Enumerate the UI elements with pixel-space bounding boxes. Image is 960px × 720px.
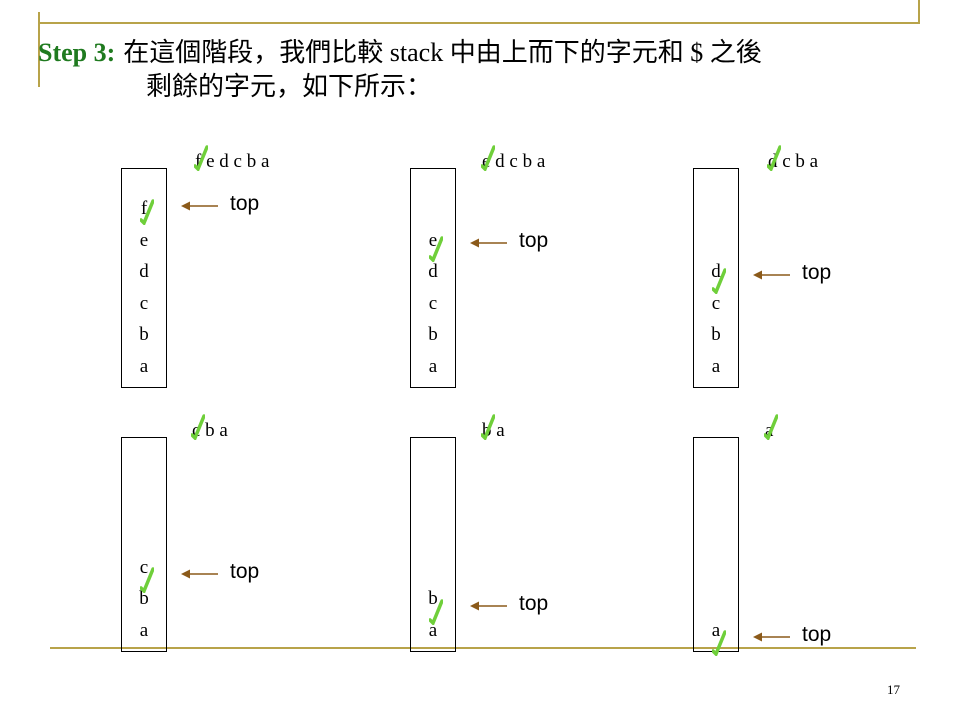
stack-char: b bbox=[139, 588, 149, 609]
stack-box bbox=[410, 437, 456, 652]
check-mark-icon bbox=[140, 567, 154, 593]
top-label: top bbox=[230, 192, 260, 215]
stack-char: b bbox=[428, 324, 438, 345]
stack-char: a bbox=[428, 355, 438, 377]
page-number: 17 bbox=[887, 682, 900, 697]
check-mark-icon bbox=[712, 630, 726, 656]
step-label: Step 3: bbox=[38, 38, 116, 67]
top-label: top bbox=[802, 261, 832, 284]
top-label: top bbox=[802, 623, 832, 646]
decorative-right-line bbox=[918, 0, 920, 24]
stack-char: b bbox=[428, 588, 438, 609]
title-text-1: 在這個階段，我們比較 stack 中由上而下的字元和 $ 之後 bbox=[123, 38, 762, 67]
stack-char: e bbox=[139, 229, 149, 251]
stack-contents: a bbox=[693, 615, 739, 647]
stack-char: e bbox=[428, 229, 438, 251]
check-mark-icon bbox=[481, 414, 495, 440]
stack-char: a bbox=[139, 619, 149, 641]
stack-box bbox=[121, 168, 167, 388]
stack-char: a bbox=[711, 619, 721, 641]
stack-box bbox=[693, 168, 739, 388]
check-mark-icon bbox=[767, 145, 781, 171]
check-mark-icon bbox=[191, 414, 205, 440]
check-mark-icon bbox=[194, 145, 208, 171]
check-mark-icon bbox=[481, 145, 495, 171]
check-mark-icon bbox=[429, 599, 443, 625]
stack-char: c bbox=[428, 292, 438, 314]
stack-char: d bbox=[428, 261, 438, 282]
title-line-1: Step 3:在這個階段，我們比較 stack 中由上而下的字元和 $ 之後 bbox=[38, 36, 762, 70]
top-pointer-arrow-icon bbox=[181, 569, 218, 579]
check-mark-icon bbox=[764, 414, 778, 440]
stack-char: c bbox=[711, 292, 721, 314]
stack-char: b bbox=[711, 324, 721, 345]
stack-char: c bbox=[139, 292, 149, 314]
stack-char: d bbox=[711, 261, 721, 282]
decorative-horizontal-line-bottom bbox=[50, 647, 916, 649]
check-mark-icon bbox=[140, 199, 154, 225]
remaining-input-string: d c b a bbox=[768, 151, 819, 172]
check-mark-icon bbox=[429, 236, 443, 262]
title-line-2: 剩餘的字元，如下所示： bbox=[146, 72, 433, 101]
top-pointer-arrow-icon bbox=[753, 632, 790, 642]
top-pointer-arrow-icon bbox=[181, 201, 218, 211]
stack-char: a bbox=[139, 355, 149, 377]
remaining-input-string: e d c b a bbox=[482, 151, 546, 172]
top-label: top bbox=[230, 560, 260, 583]
stack-char: f bbox=[140, 198, 148, 219]
top-pointer-arrow-icon bbox=[470, 238, 507, 248]
stack-char: d bbox=[139, 261, 149, 282]
decorative-horizontal-line-top bbox=[38, 22, 918, 24]
top-label: top bbox=[519, 229, 549, 252]
decorative-vertical-line bbox=[38, 12, 40, 87]
top-pointer-arrow-icon bbox=[753, 270, 790, 280]
stack-box bbox=[410, 168, 456, 388]
stack-char: a bbox=[428, 619, 438, 641]
top-label: top bbox=[519, 592, 549, 615]
stack-box bbox=[121, 437, 167, 652]
stack-char: b bbox=[139, 324, 149, 345]
top-pointer-arrow-icon bbox=[470, 601, 507, 611]
stack-char: a bbox=[711, 355, 721, 377]
check-mark-icon bbox=[712, 268, 726, 294]
slide-title: Step 3:在這個階段，我們比較 stack 中由上而下的字元和 $ 之後 剩… bbox=[38, 36, 762, 104]
stack-char: c bbox=[139, 556, 149, 578]
remaining-input-string: f e d c b a bbox=[195, 151, 270, 172]
